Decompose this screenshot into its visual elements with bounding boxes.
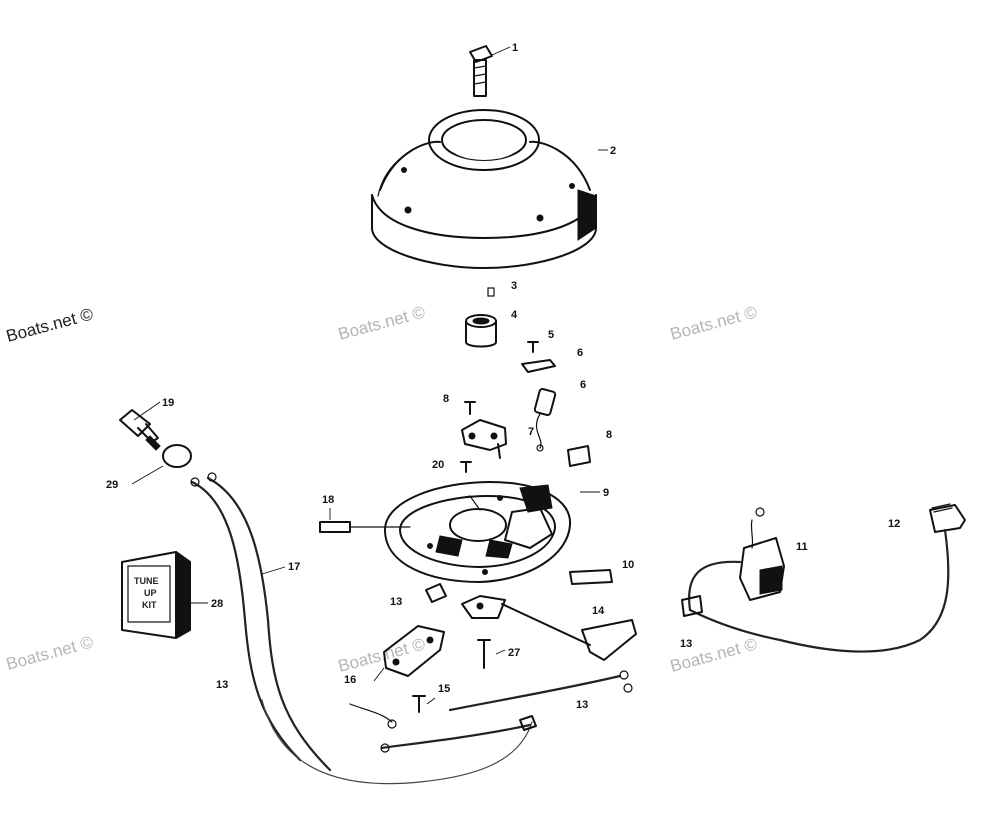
- callout: 9: [603, 487, 609, 499]
- leader-line: [131, 465, 164, 485]
- watermark: Boats.net ©: [668, 302, 759, 344]
- part-kill-switch: [119, 409, 161, 451]
- part-condenser: [533, 388, 557, 452]
- callout: 10: [622, 559, 634, 571]
- part-screw: [464, 401, 476, 415]
- callout: 2: [610, 145, 616, 157]
- callout: 27: [508, 647, 520, 659]
- kit-label: TUNE: [134, 576, 159, 586]
- callout: 20: [432, 459, 444, 471]
- kit-label: UP: [144, 588, 157, 598]
- kit-label: KIT: [142, 600, 157, 610]
- part-screw: [527, 341, 539, 353]
- callout: 13: [576, 699, 588, 711]
- part-wire: [448, 670, 633, 712]
- callout: 11: [796, 541, 808, 553]
- leader-line: [495, 649, 506, 655]
- watermark: Boats.net ©: [4, 304, 95, 346]
- callout: 7: [528, 426, 534, 438]
- part-sleeve: [465, 314, 497, 348]
- part-ignition-coil: [739, 507, 785, 601]
- part-wire-harness: [190, 472, 332, 772]
- part-throttle-link: [461, 595, 637, 661]
- callout: 19: [162, 397, 174, 409]
- callout: 6: [577, 347, 583, 359]
- callout: 8: [606, 429, 612, 441]
- callout: 5: [548, 329, 554, 341]
- callout: 4: [511, 309, 518, 321]
- callout: 3: [511, 280, 517, 292]
- part-clip: [425, 583, 447, 603]
- callout: 17: [288, 561, 300, 573]
- callout: 13: [680, 638, 692, 650]
- leader-line: [491, 46, 511, 56]
- part-screw: [412, 695, 426, 713]
- part-breaker-points: [461, 419, 507, 459]
- watermark: Boats.net ©: [336, 634, 427, 676]
- leader-line: [261, 566, 286, 575]
- callout: 13: [216, 679, 228, 691]
- callout: 15: [438, 683, 450, 695]
- watermark: Boats.net ©: [4, 632, 95, 674]
- callout: 16: [344, 674, 356, 686]
- part-bolt: [469, 45, 493, 97]
- callout: 29: [106, 479, 118, 491]
- watermark: Boats.net ©: [336, 302, 427, 344]
- part-screw: [477, 639, 491, 669]
- leader-line: [426, 697, 436, 705]
- part-link-rod: [319, 521, 411, 533]
- callout: 12: [888, 518, 900, 530]
- part-pad: [569, 569, 613, 585]
- part-nut: [162, 444, 192, 468]
- part-ground-wire: [261, 699, 537, 785]
- part-key: [487, 287, 495, 297]
- part-cover-plate: [383, 625, 445, 677]
- part-flywheel: [371, 109, 597, 269]
- callout: 13: [390, 596, 402, 608]
- callout: 1: [512, 42, 518, 54]
- callout: 18: [322, 494, 334, 506]
- callout: 28: [211, 598, 223, 610]
- part-screw: [460, 461, 472, 473]
- part-tune-up-kit: TUNE UP KIT: [121, 551, 191, 639]
- part-clip: [521, 359, 556, 373]
- leader-line: [133, 401, 161, 421]
- callout: 14: [592, 605, 605, 617]
- callout: 8: [443, 393, 449, 405]
- callout: 6: [580, 379, 586, 391]
- leader-line: [373, 667, 385, 682]
- part-stator-plate: [384, 481, 572, 583]
- part-spark-plug-lead: [681, 503, 966, 653]
- part-felt: [567, 445, 591, 467]
